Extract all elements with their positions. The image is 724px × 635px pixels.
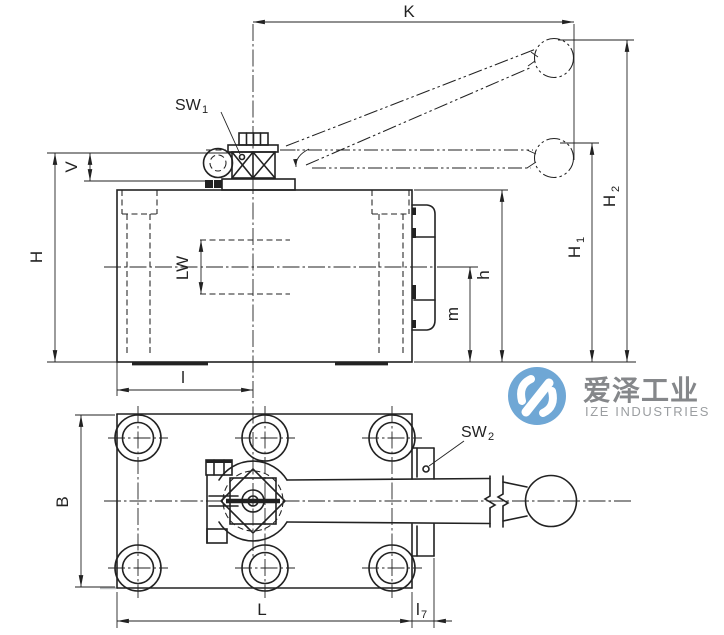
break-line-left [483,475,497,528]
dim-label-SW2-sub: 2 [488,431,494,443]
hex-adapter [411,204,436,331]
dim-label-B: B [53,496,72,507]
dim-label-H2-sub: 2 [610,186,622,192]
stem-assembly [202,132,298,191]
rotation-arrow [293,148,310,168]
handle-ball [524,474,578,528]
dim-label-l7-sub: 7 [421,609,427,621]
top-view-dimensions: K SW 1 V H LW l m h H 1 H 2 [27,2,636,396]
dim-label-H2: H [600,195,619,207]
valve-body [116,189,413,363]
sw2-leader-target [422,465,430,473]
stem-hub [218,460,288,542]
sw2-leader [428,440,465,467]
sw1-leader-target [238,153,246,161]
mounting-plate [221,178,296,191]
dim-label-H: H [27,251,46,263]
watermark-company-cn: 爱泽工业 [583,374,699,407]
sw1-leader [220,111,241,155]
handle-ball-horizontal [533,137,575,179]
hex-boss [411,447,435,557]
dim-label-LW: LW [173,256,192,280]
hidden-hole-left [121,190,158,356]
dim-label-h: h [474,270,493,279]
dim-label-H1: H [565,246,584,258]
handle-horizontal-phantom [280,137,575,179]
watermark-company-en: IZE INDUSTRIES [585,404,710,419]
bottom-view-dimensions: B L l 7 SW 2 [53,414,494,628]
handle-raised-phantom [285,37,575,168]
dim-label-H1-sub: 1 [575,237,587,243]
dim-label-SW1: SW [175,97,202,114]
dim-label-SW2: SW [461,424,488,441]
stop-bracket [205,459,239,544]
dim-label-l7: l [416,600,420,619]
handle-ball-raised [533,37,575,79]
hole-centerlines [108,406,422,598]
dim-label-l: l [181,368,185,387]
bottom-view [104,406,634,598]
dim-label-SW1-sub: 1 [202,104,208,116]
watermark-logo: 爱泽工业 IZE INDUSTRIES [100,367,710,590]
base-plate [116,413,413,589]
dim-label-L: L [257,600,266,619]
handle-stop-pin [202,147,234,179]
dim-label-V: V [62,161,81,173]
break-line-right [496,475,510,528]
dim-label-m: m [443,307,462,321]
handle-shaft [286,474,578,528]
hidden-hole-right [371,190,410,356]
dim-label-K: K [403,2,415,21]
